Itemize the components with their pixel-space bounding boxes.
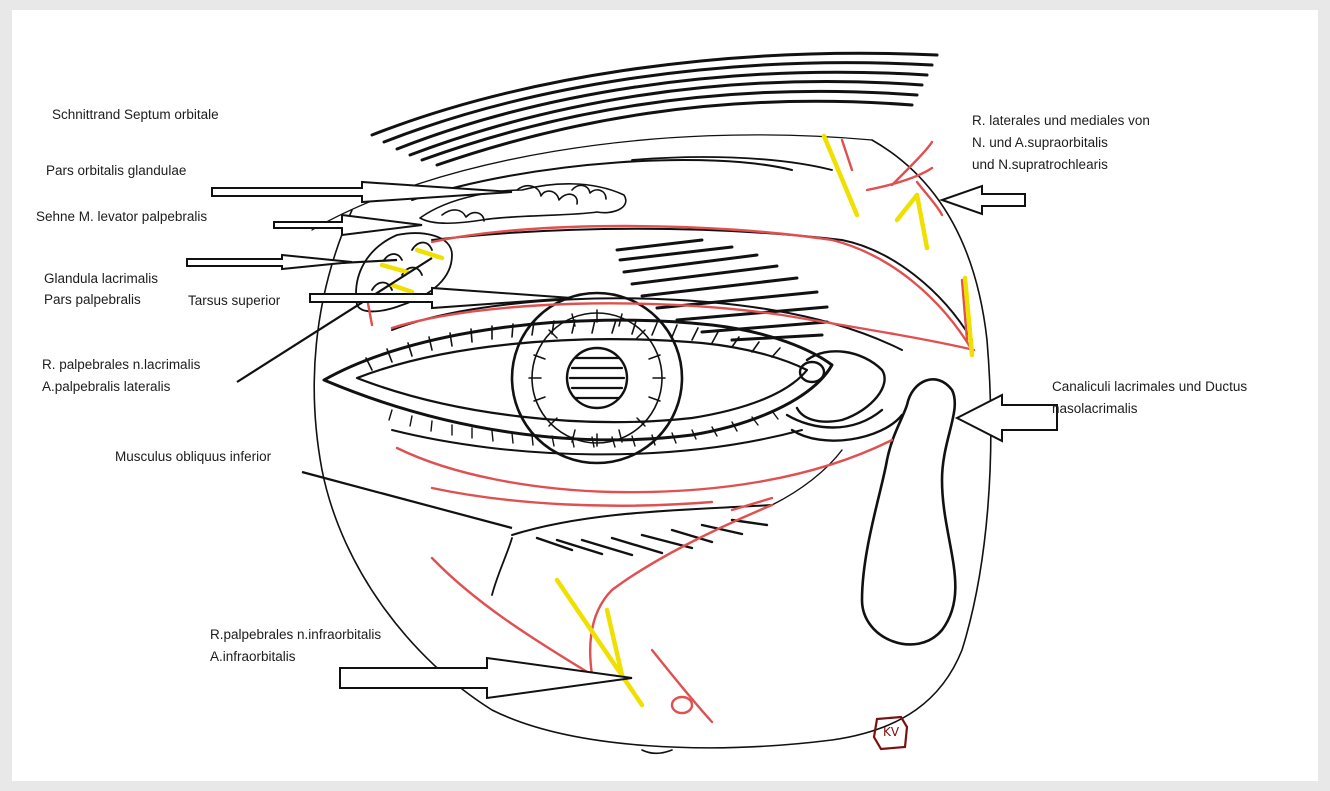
canaliculi	[787, 351, 902, 440]
label-sehne-levator: Sehne M. levator palpebralis	[36, 206, 207, 228]
iris	[512, 293, 682, 463]
signature-text: KV	[871, 725, 911, 739]
label-nasolacrimalis: nasolacrimalis	[1052, 398, 1138, 420]
label-laterales-mediales: R. laterales und mediales von	[972, 110, 1150, 132]
label-pars-palpebralis: Pars palpebralis	[44, 289, 141, 311]
label-supraorbitalis: N. und A.supraorbitalis	[972, 132, 1108, 154]
label-a-infraorbitalis: A.infraorbitalis	[210, 646, 296, 668]
label-canaliculi: Canaliculi lacrimales und Ductus	[1052, 376, 1247, 398]
label-schnittrand-septum: Schnittrand Septum orbitale	[52, 104, 219, 126]
lower-muscle-hatching	[537, 520, 767, 555]
label-glandula-lacrimalis: Glandula lacrimalis	[44, 268, 158, 290]
label-pars-orbitalis: Pars orbitalis glandulae	[46, 160, 186, 182]
label-r-palpebrales-lacrimalis: R. palpebrales n.lacrimalis	[42, 354, 200, 376]
label-obliquus-inferior: Musculus obliquus inferior	[115, 446, 271, 468]
label-supratrochlearis: und N.supratrochlearis	[972, 154, 1108, 176]
figure-frame: Schnittrand Septum orbitale Pars orbital…	[12, 10, 1318, 781]
eyebrow	[372, 53, 937, 165]
label-a-palpebralis-lateralis: A.palpebralis lateralis	[42, 376, 170, 398]
label-r-palpebrales-infraorbitalis: R.palpebrales n.infraorbitalis	[210, 624, 381, 646]
signature-badge: KV	[871, 713, 911, 753]
label-tarsus-superior: Tarsus superior	[188, 290, 280, 312]
vessels	[367, 140, 974, 722]
nasolacrimal-duct	[862, 379, 955, 644]
